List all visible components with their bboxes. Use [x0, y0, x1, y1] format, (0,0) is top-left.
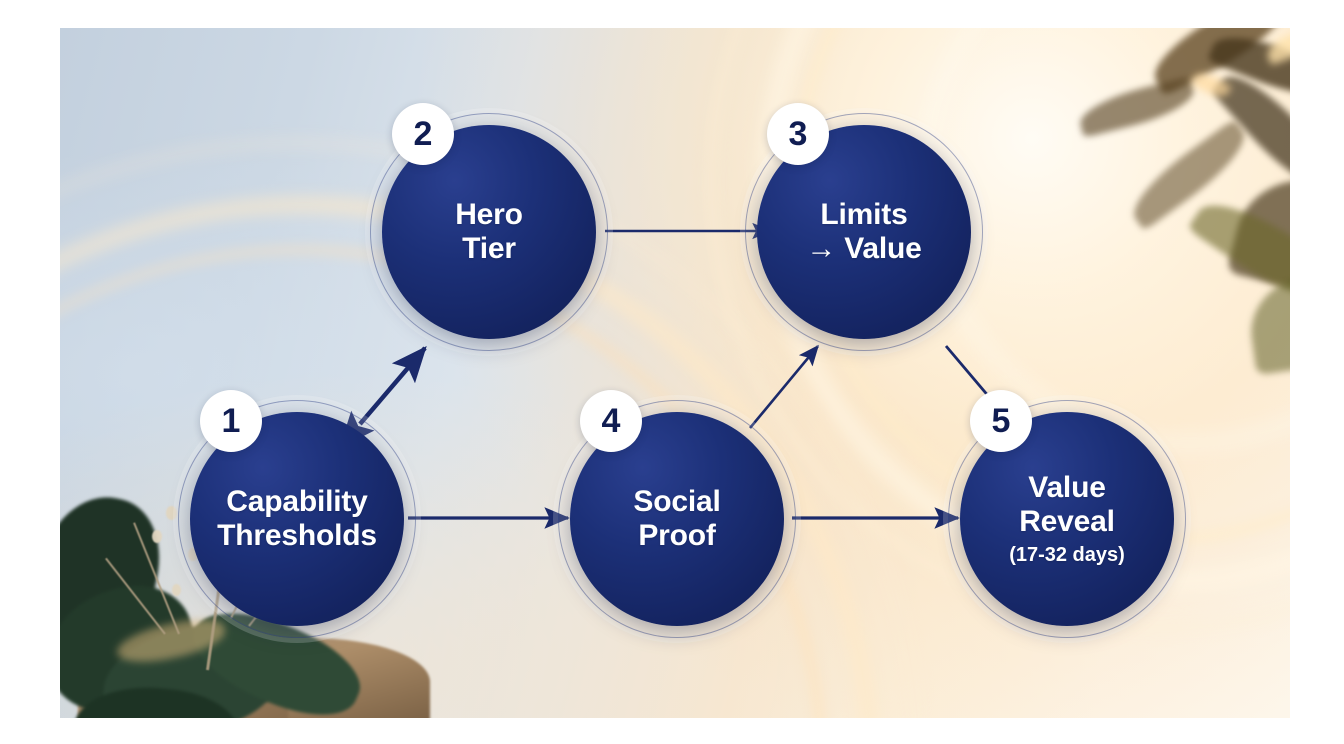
node-label-line2: Tier	[462, 232, 516, 265]
node-sublabel: (17-32 days)	[1009, 543, 1125, 566]
node-label-line1: Hero	[455, 198, 523, 232]
node-label: Limits → Value	[796, 198, 931, 265]
node-hero-tier[interactable]: Hero Tier 2	[370, 103, 610, 353]
node-label: Hero Tier	[445, 198, 533, 265]
node-limits-value[interactable]: Limits → Value 3	[745, 103, 985, 353]
node-badge-3: 3	[767, 103, 829, 165]
node-label-line2: Reveal	[1019, 505, 1115, 538]
node-label-line1: Capability	[226, 485, 368, 519]
node-label-line1: Limits	[820, 198, 908, 232]
flow-diagram: Capability Thresholds 1 Hero Tier 2	[60, 28, 1290, 718]
flower-bud	[172, 584, 181, 596]
node-badge-1: 1	[200, 390, 262, 452]
node-badge-4: 4	[580, 390, 642, 452]
edge-capability-hero	[339, 345, 427, 448]
node-label-line2: Proof	[638, 519, 716, 552]
node-label-line2: Thresholds	[217, 519, 377, 552]
flower-bud	[166, 506, 177, 520]
node-badge-2: 2	[392, 103, 454, 165]
node-social-proof[interactable]: Social Proof 4	[558, 390, 798, 640]
node-label-line1: Social	[633, 485, 721, 519]
node-label: Value Reveal	[1009, 471, 1125, 538]
foliage-bottom-left	[60, 28, 1290, 718]
node-capability-thresholds[interactable]: Capability Thresholds 1	[178, 390, 418, 640]
node-badge-5: 5	[970, 390, 1032, 452]
node-label: Social Proof	[623, 485, 730, 552]
node-label-line2: → Value	[806, 232, 922, 265]
diagram-image-frame: Capability Thresholds 1 Hero Tier 2	[60, 28, 1290, 718]
flower-bud	[152, 530, 162, 543]
node-label: Capability Thresholds	[207, 485, 387, 552]
node-label-line1: Value	[1028, 471, 1106, 505]
node-value-reveal[interactable]: Value Reveal (17-32 days) 5	[948, 390, 1188, 640]
